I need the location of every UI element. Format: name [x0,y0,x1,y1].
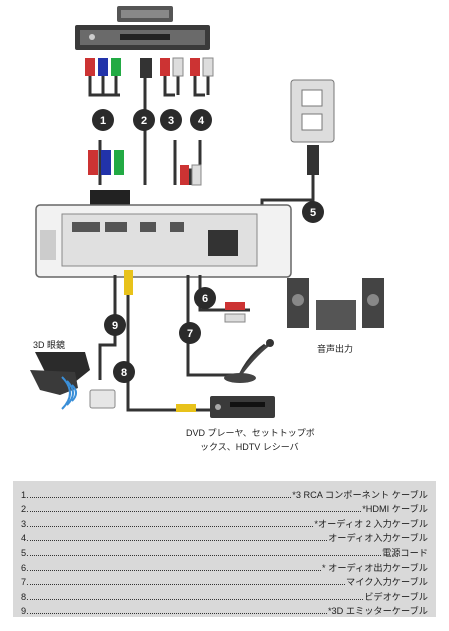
callout-group: 1 2 3 4 5 6 7 8 9 [92,109,324,383]
legend-row: 4. オーディオ入力ケーブル [21,530,428,545]
legend-text: *HDMI ケーブル [362,504,428,515]
dvd-label-line2: ックス、HDTV レシーバ [200,442,299,452]
glasses-label: 3D 眼鏡 [33,339,65,350]
callout-number: 7 [187,328,193,340]
callout-1: 1 [92,109,114,131]
leader-dots [29,511,362,513]
leader-dots [29,598,364,600]
dvd-player-icon [210,396,275,418]
legend-number: 2. [21,504,29,515]
legend-row: 1. *3 RCA コンポーネント ケーブル [21,486,428,501]
power-outlet-icon [290,79,335,175]
projector-icon [35,204,292,278]
callout-8: 8 [113,361,135,383]
callout-number: 3 [168,115,174,127]
wireless-signal-icon [61,376,77,410]
leader-dots [29,525,314,527]
legend-text: *3D エミッターケーブル [327,606,428,617]
legend-text: * オーディオ出力ケーブル [322,562,428,573]
callout-number: 2 [141,115,147,127]
legend-number: 9. [21,606,29,617]
legend-text: *3 RCA コンポーネント ケーブル [292,489,428,500]
leader-dots [29,569,321,571]
callout-number: 9 [112,320,118,332]
leader-dots [29,613,327,615]
legend-row: 6. * オーディオ出力ケーブル [21,559,428,574]
leader-dots [29,554,382,556]
legend-number: 7. [21,577,29,588]
legend-text: 電源コード [382,547,428,558]
leader-dots [29,496,292,498]
legend-row: 5. 電源コード [21,544,428,559]
legend-row: 3. *オーディオ 2 入力ケーブル [21,515,428,530]
audio-out-label: 音声出力 [317,343,353,354]
legend-row: 8. ビデオケーブル [21,588,428,603]
legend-row: 9. *3D エミッターケーブル [21,603,428,618]
callout-number: 8 [121,367,127,379]
legend-text: マイク入力ケーブル [346,577,428,588]
leader-dots [29,540,328,542]
leader-dots [29,584,346,586]
3d-emitter-icon [89,389,116,409]
legend-row: 2. *HDMI ケーブル [21,501,428,516]
legend-text: *オーディオ 2 入力ケーブル [314,518,428,529]
callout-number: 1 [100,115,106,127]
connection-diagram: 1 2 3 4 5 6 7 8 9 3D 眼鏡 音声出力 DVD プレーヤ、セットトップボ ック… [30,6,384,452]
callout-9: 9 [104,314,126,336]
3d-glasses-icon [30,352,90,395]
legend-number: 4. [21,533,29,544]
cable-legend: 1. *3 RCA コンポーネント ケーブル 2. *HDMI ケーブル 3. *オーディ… [13,481,436,617]
legend-number: 3. [21,518,29,529]
callout-3: 3 [160,109,182,131]
callout-number: 4 [198,115,205,127]
speaker-icon [287,278,384,330]
legend-text: ビデオケーブル [364,591,428,602]
dvd-label-line1: DVD プレーヤ、セットトップボ [186,428,315,438]
legend-number: 5. [21,547,29,558]
callout-7: 7 [179,322,201,344]
source-device-icon [75,6,210,50]
legend-number: 1. [21,489,29,500]
microphone-icon [224,339,274,383]
legend-row: 7. マイク入力ケーブル [21,574,428,589]
callout-number: 6 [202,293,208,305]
callout-6: 6 [194,287,216,309]
callout-2: 2 [133,109,155,131]
legend-text: オーディオ入力ケーブル [328,533,428,544]
legend-number: 6. [21,562,29,573]
legend-number: 8. [21,591,29,602]
callout-number: 5 [310,207,316,219]
callout-5: 5 [302,201,324,223]
callout-4: 4 [190,109,212,131]
